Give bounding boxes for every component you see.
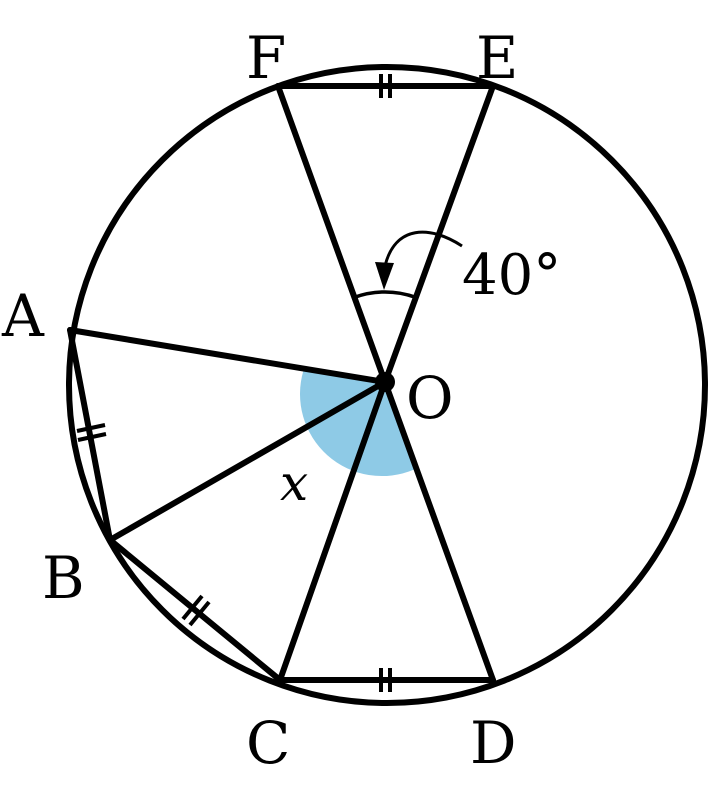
tick-mark-AB (76, 423, 107, 442)
angle-40-label: 40° (462, 243, 561, 308)
label-E: E (476, 24, 518, 92)
label-B: B (42, 544, 85, 612)
radius-OF (275, 83, 388, 385)
center-point-O (375, 372, 395, 392)
angle-x-label: x (280, 454, 308, 512)
label-D: D (470, 709, 517, 777)
chord-BC (107, 537, 283, 683)
angle-40-arc (353, 290, 417, 299)
radius-OB (107, 379, 388, 543)
radius-OD (382, 379, 496, 683)
radius-OA (67, 327, 388, 385)
tick-mark-FE (379, 74, 392, 98)
arrow-head-icon (375, 262, 394, 290)
angle-pointer-arrow (383, 230, 463, 267)
label-C: C (246, 709, 290, 777)
circle (66, 64, 708, 706)
tick-mark-CD (379, 668, 392, 692)
label-A: A (1, 282, 45, 350)
chord-AB (67, 327, 113, 543)
tick-mark-BC (181, 594, 211, 627)
label-O: O (406, 364, 454, 432)
label-F: F (246, 24, 286, 92)
angle-x-sector (299, 371, 415, 477)
radius-OC (277, 379, 388, 683)
